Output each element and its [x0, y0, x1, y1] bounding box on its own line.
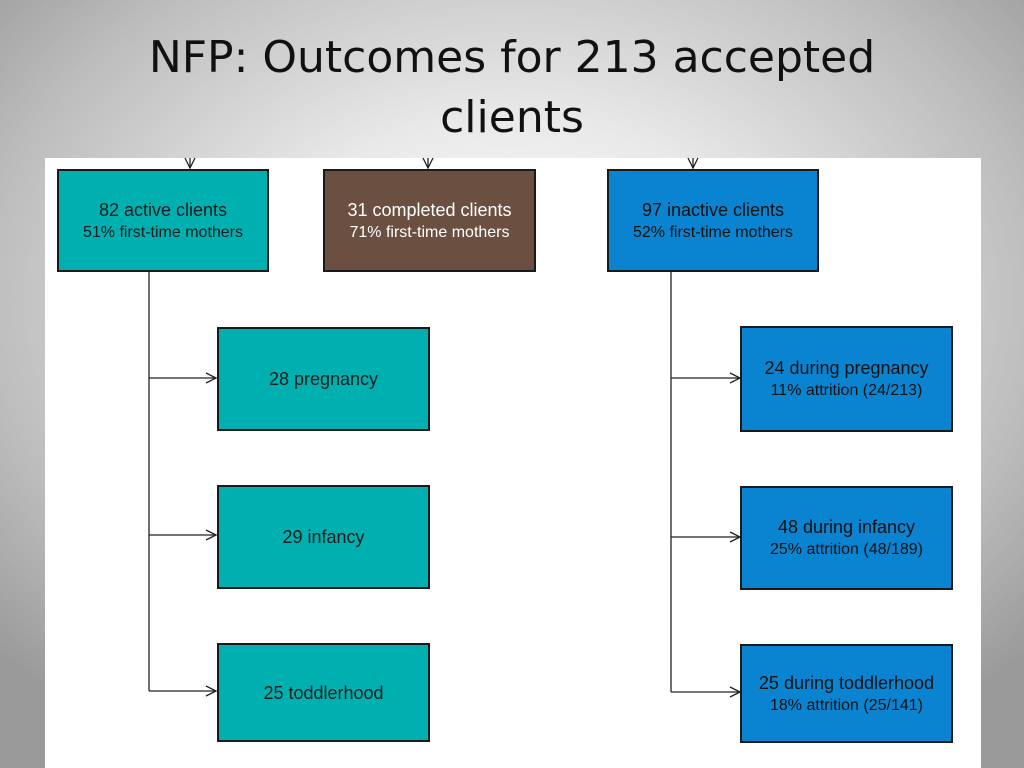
active-branch-connectors: [148, 271, 216, 691]
inactive-toddlerhood-box: 25 during toddlerhood 18% attrition (25/…: [740, 644, 953, 743]
inactive-infancy-label: 48 during infancy: [777, 517, 916, 537]
active-clients-label: 82 active clients: [98, 199, 228, 220]
inactive-pregnancy-attrition: 11% attrition (24/213): [770, 382, 923, 399]
inactive-clients-box: 97 inactive clients 52% first-time mothe…: [607, 169, 819, 272]
title-line-2: clients: [440, 92, 584, 143]
inactive-clients-label: 97 inactive clients: [641, 199, 785, 220]
active-clients-box: 82 active clients 51% first-time mothers: [57, 169, 269, 272]
slide-title: NFP: Outcomes for 213 accepted clients: [0, 28, 1024, 148]
active-pregnancy-box: 28 pregnancy: [217, 327, 430, 431]
inactive-pregnancy-box: 24 during pregnancy 11% attrition (24/21…: [740, 326, 953, 432]
inactive-clients-sublabel: 52% first-time mothers: [632, 223, 794, 241]
inactive-branch-connectors: [670, 271, 740, 692]
active-toddlerhood-label: 25 toddlerhood: [263, 682, 384, 703]
inactive-infancy-attrition: 25% attrition (48/189): [770, 541, 923, 558]
active-clients-sublabel: 51% first-time mothers: [82, 223, 244, 241]
completed-clients-label: 31 completed clients: [347, 199, 512, 220]
inactive-pregnancy-label: 24 during pregnancy: [764, 358, 929, 378]
active-pregnancy-label: 28 pregnancy: [268, 369, 379, 389]
title-line-1: NFP: Outcomes for 213 accepted: [148, 32, 876, 83]
completed-clients-sublabel: 71% first-time mothers: [349, 223, 510, 241]
inactive-infancy-box: 48 during infancy 25% attrition (48/189): [740, 486, 953, 590]
inactive-toddlerhood-label: 25 during toddlerhood: [758, 672, 935, 693]
active-infancy-label: 29 infancy: [282, 527, 365, 547]
active-infancy-box: 29 infancy: [217, 485, 430, 589]
active-toddlerhood-box: 25 toddlerhood: [217, 643, 430, 742]
incoming-arrows: [190, 158, 693, 168]
completed-clients-box: 31 completed clients 71% first-time moth…: [323, 169, 536, 272]
inactive-toddlerhood-attrition: 18% attrition (25/141): [770, 696, 923, 714]
